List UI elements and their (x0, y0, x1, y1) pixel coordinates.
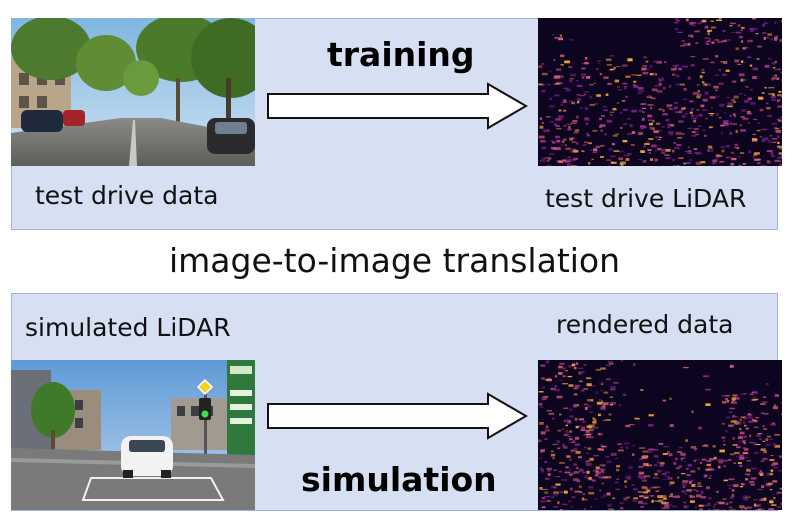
test-drive-data-caption: test drive data (35, 183, 218, 208)
test-drive-lidar-caption: test drive LiDAR (545, 186, 746, 211)
training-label: training (327, 38, 475, 71)
rendered-data-caption: rendered data (556, 312, 733, 337)
test-drive-lidar-image (538, 18, 782, 166)
simulation-label: simulation (301, 463, 497, 496)
test-drive-photo (11, 18, 255, 166)
simulated-scene-image (11, 360, 255, 510)
training-arrow-icon (266, 82, 530, 130)
simulation-arrow-icon (266, 392, 530, 440)
image-to-image-translation-title: image-to-image translation (0, 244, 789, 277)
simulated-lidar-caption: simulated LiDAR (25, 315, 231, 340)
rendered-lidar-image (538, 360, 782, 510)
